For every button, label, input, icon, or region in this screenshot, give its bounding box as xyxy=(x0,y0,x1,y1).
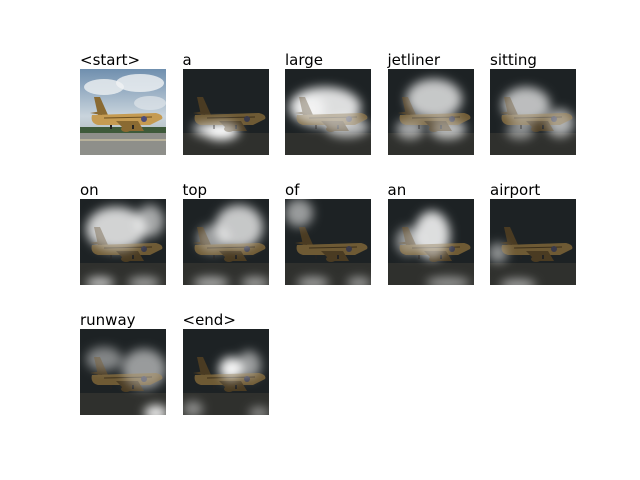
attention-map-image xyxy=(387,69,474,155)
caption-word-label: top xyxy=(182,181,209,199)
caption-word-label: large xyxy=(285,51,325,69)
caption-word-label: a xyxy=(182,51,193,69)
caption-word-cell: runway xyxy=(80,311,166,415)
caption-word-cell: a xyxy=(182,51,269,155)
caption-word-cell: on xyxy=(80,181,166,285)
caption-word-cell: an xyxy=(387,181,474,285)
caption-word-label: of xyxy=(285,181,301,199)
caption-word-cell: sitting xyxy=(490,51,576,155)
attention-map-image xyxy=(182,329,269,415)
caption-word-label: on xyxy=(80,181,100,199)
attention-map-image xyxy=(80,329,166,415)
attention-map-image xyxy=(387,199,474,285)
caption-word-label: jetliner xyxy=(387,51,442,69)
caption-word-label: <end> xyxy=(182,311,237,329)
caption-word-cell: <end> xyxy=(182,311,269,415)
caption-word-cell: of xyxy=(285,181,371,285)
caption-word-label: sitting xyxy=(490,51,538,69)
caption-word-cell: <start> xyxy=(80,51,166,155)
attention-map-image xyxy=(285,199,371,285)
attention-map-image xyxy=(182,69,269,155)
original-image xyxy=(80,69,166,155)
caption-word-cell: jetliner xyxy=(387,51,474,155)
caption-word-label: airport xyxy=(490,181,542,199)
caption-word-cell: large xyxy=(285,51,371,155)
attention-map-image xyxy=(80,199,166,285)
attention-map-image xyxy=(182,199,269,285)
caption-word-cell: top xyxy=(182,181,269,285)
caption-word-label: an xyxy=(387,181,408,199)
caption-word-label: <start> xyxy=(80,51,142,69)
attention-map-image xyxy=(285,69,371,155)
attention-map-image xyxy=(490,69,576,155)
attention-map-image xyxy=(490,199,576,285)
caption-word-label: runway xyxy=(80,311,137,329)
caption-word-cell: airport xyxy=(490,181,576,285)
